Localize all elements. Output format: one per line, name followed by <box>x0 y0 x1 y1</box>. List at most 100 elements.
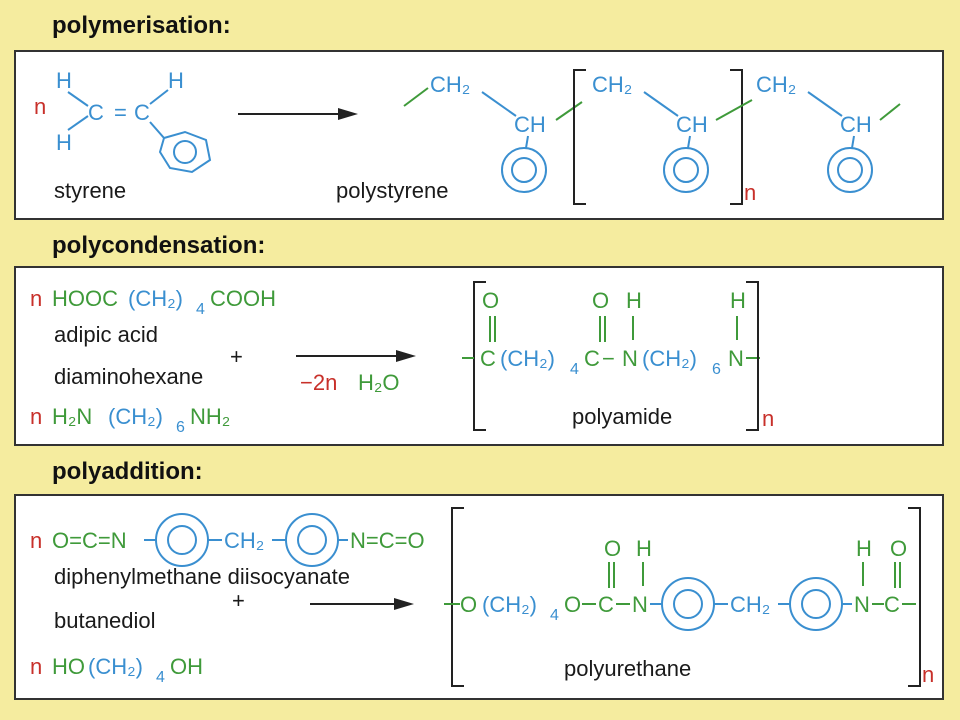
benzene-ring-inner <box>173 140 197 164</box>
repeat-n: n <box>762 406 774 431</box>
label-adipic-acid: adipic acid <box>54 322 158 347</box>
benzene-ring-icon <box>501 147 547 193</box>
atom-c: C <box>598 592 614 617</box>
heading-polymerisation: polymerisation: <box>52 12 231 39</box>
label-polyurethane: polyurethane <box>564 656 691 681</box>
arrow-head-icon <box>338 108 358 120</box>
bracket-left <box>573 69 586 205</box>
polycondensation-figure: n HOOC (CH₂) 4 COOH adipic acid + diamin… <box>30 281 774 436</box>
bond-line <box>643 91 679 117</box>
label-diaminohexane: diaminohexane <box>54 364 203 389</box>
group-ch: CH <box>676 112 708 137</box>
bond-line <box>481 91 517 117</box>
atom-o: O <box>604 536 621 561</box>
benzene-ring-icon <box>155 513 209 567</box>
group-nh2: NH₂ <box>190 404 230 429</box>
benzene-ring-inner <box>673 589 703 619</box>
group-ho: HO <box>52 654 85 679</box>
bond-line <box>149 89 169 105</box>
chain-bond <box>555 101 583 121</box>
atom-h: H <box>168 68 184 93</box>
atom-n: N <box>854 592 870 617</box>
chain-ch2: (CH₂) <box>108 404 163 429</box>
benzene-ring-inner <box>837 157 863 183</box>
group-ch2: CH₂ <box>730 592 770 617</box>
benzene-ring-inner <box>673 157 699 183</box>
panel-polycondensation: n HOOC (CH₂) 4 COOH adipic acid + diamin… <box>14 266 944 446</box>
atom-n: N <box>622 346 638 371</box>
bond-line <box>149 121 165 139</box>
label-butanediol: butanediol <box>54 608 156 633</box>
coefficient-n: n <box>30 404 42 429</box>
bond-line <box>687 135 691 149</box>
coefficient-n: n <box>30 286 42 311</box>
benzene-ring-inner <box>511 157 537 183</box>
label-styrene: styrene <box>54 178 126 203</box>
subscript-6: 6 <box>712 361 721 378</box>
coefficient-n: n <box>30 528 42 553</box>
atom-o: O <box>460 592 477 617</box>
atom-c: C <box>134 100 150 125</box>
chain-ch2: (CH₂) <box>128 286 183 311</box>
bracket-left <box>451 507 464 687</box>
group-h2n: H₂N <box>52 404 92 429</box>
byproduct-water: H₂O <box>358 370 400 395</box>
benzene-ring-icon <box>661 577 715 631</box>
subscript-4: 4 <box>550 607 559 624</box>
polymerisation-figure: n H H H C = C styrene CH₂ CH <box>34 68 901 205</box>
benzene-ring-inner <box>167 525 197 555</box>
atom-n: N <box>728 346 744 371</box>
benzene-ring-inner <box>801 589 831 619</box>
bond-line <box>851 135 855 149</box>
atom-h: H <box>56 130 72 155</box>
subscript-4: 4 <box>570 361 579 378</box>
subscript-4: 4 <box>196 301 205 318</box>
bond-line <box>67 91 89 107</box>
group-ch: CH <box>514 112 546 137</box>
label-diisocyanate: diphenylmethane diisocyanate <box>54 564 350 589</box>
group-ch2: CH₂ <box>592 72 632 97</box>
group-isocyanate: N=C=O <box>350 528 425 553</box>
plus-sign: + <box>230 344 243 369</box>
chain-end-bond <box>879 103 901 121</box>
chain-bond <box>715 99 753 121</box>
group-isocyanate: O=C=N <box>52 528 127 553</box>
panel-polyaddition: n O=C=N CH₂ N=C=O diphenylmethane diisoc… <box>14 494 944 700</box>
atom-h: H <box>636 536 652 561</box>
atom-c: C <box>480 346 496 371</box>
group-hooc: HOOC <box>52 286 118 311</box>
heading-polyaddition: polyaddition: <box>52 458 203 485</box>
group-ch: CH <box>840 112 872 137</box>
atom-h: H <box>626 288 642 313</box>
bond-line <box>807 91 843 117</box>
repeat-n: n <box>922 662 934 687</box>
plus-sign: + <box>232 588 245 613</box>
atom-h: H <box>56 68 72 93</box>
bracket-right <box>746 281 759 431</box>
subscript-4: 4 <box>156 669 165 686</box>
byproduct-coefficient: −2n <box>300 370 337 395</box>
heading-polycondensation: polycondensation: <box>52 232 266 259</box>
label-polyamide: polyamide <box>572 404 672 429</box>
panel-polymerisation: n H H H C = C styrene CH₂ CH <box>14 50 944 220</box>
benzene-ring-icon <box>663 147 709 193</box>
benzene-ring-inner <box>297 525 327 555</box>
repeat-n: n <box>744 180 756 205</box>
atom-o: O <box>564 592 581 617</box>
atom-o: O <box>890 536 907 561</box>
arrow-head-icon <box>396 350 416 362</box>
bond-line <box>525 135 529 149</box>
atom-c: C <box>884 592 900 617</box>
double-bond: = <box>114 100 127 125</box>
bond-line <box>67 115 89 131</box>
bracket-left <box>473 281 486 431</box>
coefficient-n: n <box>34 94 46 119</box>
benzene-ring-icon <box>285 513 339 567</box>
chain-ch2: (CH₂) <box>642 346 697 371</box>
atom-c: C <box>584 346 600 371</box>
group-ch2: CH₂ <box>430 72 470 97</box>
bracket-right <box>730 69 743 205</box>
label-polystyrene: polystyrene <box>336 178 449 203</box>
bond-dash: − <box>602 346 615 371</box>
